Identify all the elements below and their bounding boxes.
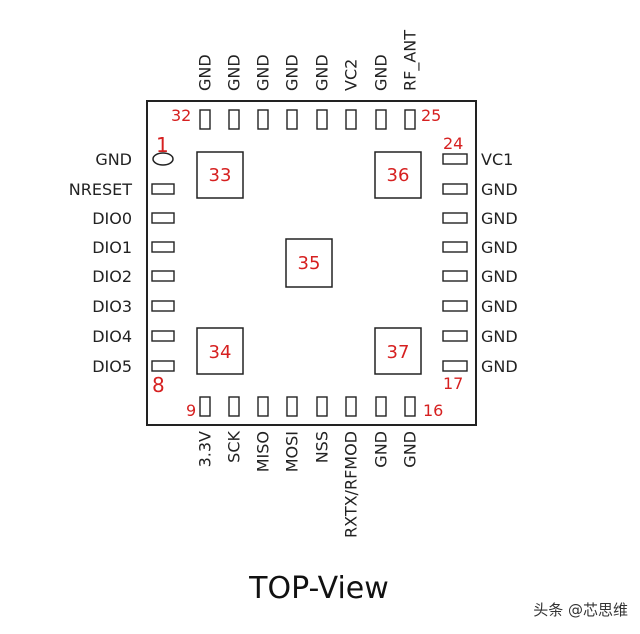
pad-34-label: 34 [209,342,232,363]
bottom-pin-label-15: GND [372,431,391,468]
right-pad-20 [442,270,468,282]
pad-36-label: 36 [387,165,410,186]
pin-number-9: 9 [186,401,196,420]
left-pad-2 [151,183,175,195]
bottom-pin-label-13: NSS [313,431,332,463]
pad-37-label: 37 [387,342,410,363]
top-pin-label-28: GND [313,54,332,91]
bottom-pin-label-11: MISO [254,431,273,472]
left-pad-6 [151,300,175,312]
bottom-pad-13 [316,396,328,417]
pin-number-8: 8 [152,373,165,397]
right-pin-label-23: GND [481,180,518,199]
bottom-pad-16 [404,396,416,417]
left-pin-label-1: GND [95,150,132,169]
bottom-pad-10 [228,396,240,417]
pad-37 [374,327,422,375]
left-pin-label-2: NRESET [69,180,132,199]
top-pin-label-27: VC2 [342,59,361,91]
bottom-pin-label-16: GND [401,431,420,468]
top-pins: GND GND GND GND GND VC2 GND RF_ANT [196,30,421,130]
left-pin-label-8: DIO5 [92,357,132,376]
pin-number-25: 25 [421,106,441,125]
left-pin-label-5: DIO2 [92,267,132,286]
bottom-pad-11 [257,396,269,417]
right-pin-label-21: GND [481,238,518,257]
right-pin-label-17: GND [481,357,518,376]
bottom-pins: 3.3V SCK MISO MOSI NSS RXTX/RFMOD GND GND [196,396,420,538]
bottom-pad-9 [199,396,211,417]
pin-number-16: 16 [423,401,443,420]
pad-34 [196,327,244,375]
right-pin-label-19: GND [481,297,518,316]
right-pad-18 [442,330,468,342]
view-title: TOP-View [248,571,389,606]
pad-33-label: 33 [209,165,232,186]
pin-number-17: 17 [443,374,463,393]
top-pin-label-29: GND [283,54,302,91]
left-pad-4 [151,241,175,253]
watermark: 头条 @芯思维 [533,601,628,619]
pin-1-marker [152,152,174,166]
top-pin-label-31: GND [225,54,244,91]
left-pad-8 [151,360,175,372]
right-pad-19 [442,300,468,312]
left-pad-5 [151,270,175,282]
pad-36 [374,151,422,199]
top-pad-26 [375,109,387,130]
pin-number-32: 32 [171,106,191,125]
bottom-pin-label-10: SCK [225,431,244,463]
bottom-pin-label-12: MOSI [283,431,302,472]
pad-35 [285,238,333,288]
left-pin-label-3: DIO0 [92,209,132,228]
top-pad-32 [199,109,211,130]
bottom-pad-15 [375,396,387,417]
bottom-pin-label-14: RXTX/RFMOD [342,431,361,538]
left-pad-7 [151,330,175,342]
left-pin-label-4: DIO1 [92,238,132,257]
bottom-pad-12 [286,396,298,417]
pad-35-label: 35 [298,253,321,274]
right-pin-label-24: VC1 [481,150,513,169]
left-pad-3 [151,212,175,224]
top-pad-31 [228,109,240,130]
top-pad-30 [257,109,269,130]
pin-number-24: 24 [443,134,463,153]
right-pad-22 [442,212,468,224]
right-pad-23 [442,183,468,195]
right-pad-17 [442,360,468,372]
top-pad-28 [316,109,328,130]
pin-number-1: 1 [156,133,169,157]
right-pin-label-20: GND [481,267,518,286]
right-pin-label-22: GND [481,209,518,228]
right-pin-label-18: GND [481,327,518,346]
top-pin-label-30: GND [254,54,273,91]
left-pin-label-6: DIO3 [92,297,132,316]
top-pad-27 [345,109,357,130]
right-pad-24 [442,153,468,165]
top-pad-25 [404,109,416,130]
top-pin-label-32: GND [196,54,215,91]
bottom-pin-label-9: 3.3V [196,431,215,467]
top-pin-label-26: GND [372,54,391,91]
right-pad-21 [442,241,468,253]
bottom-pad-14 [345,396,357,417]
left-pin-label-7: DIO4 [92,327,132,346]
top-pin-label-25: RF_ANT [401,30,421,91]
pad-33 [196,151,244,199]
top-pad-29 [286,109,298,130]
